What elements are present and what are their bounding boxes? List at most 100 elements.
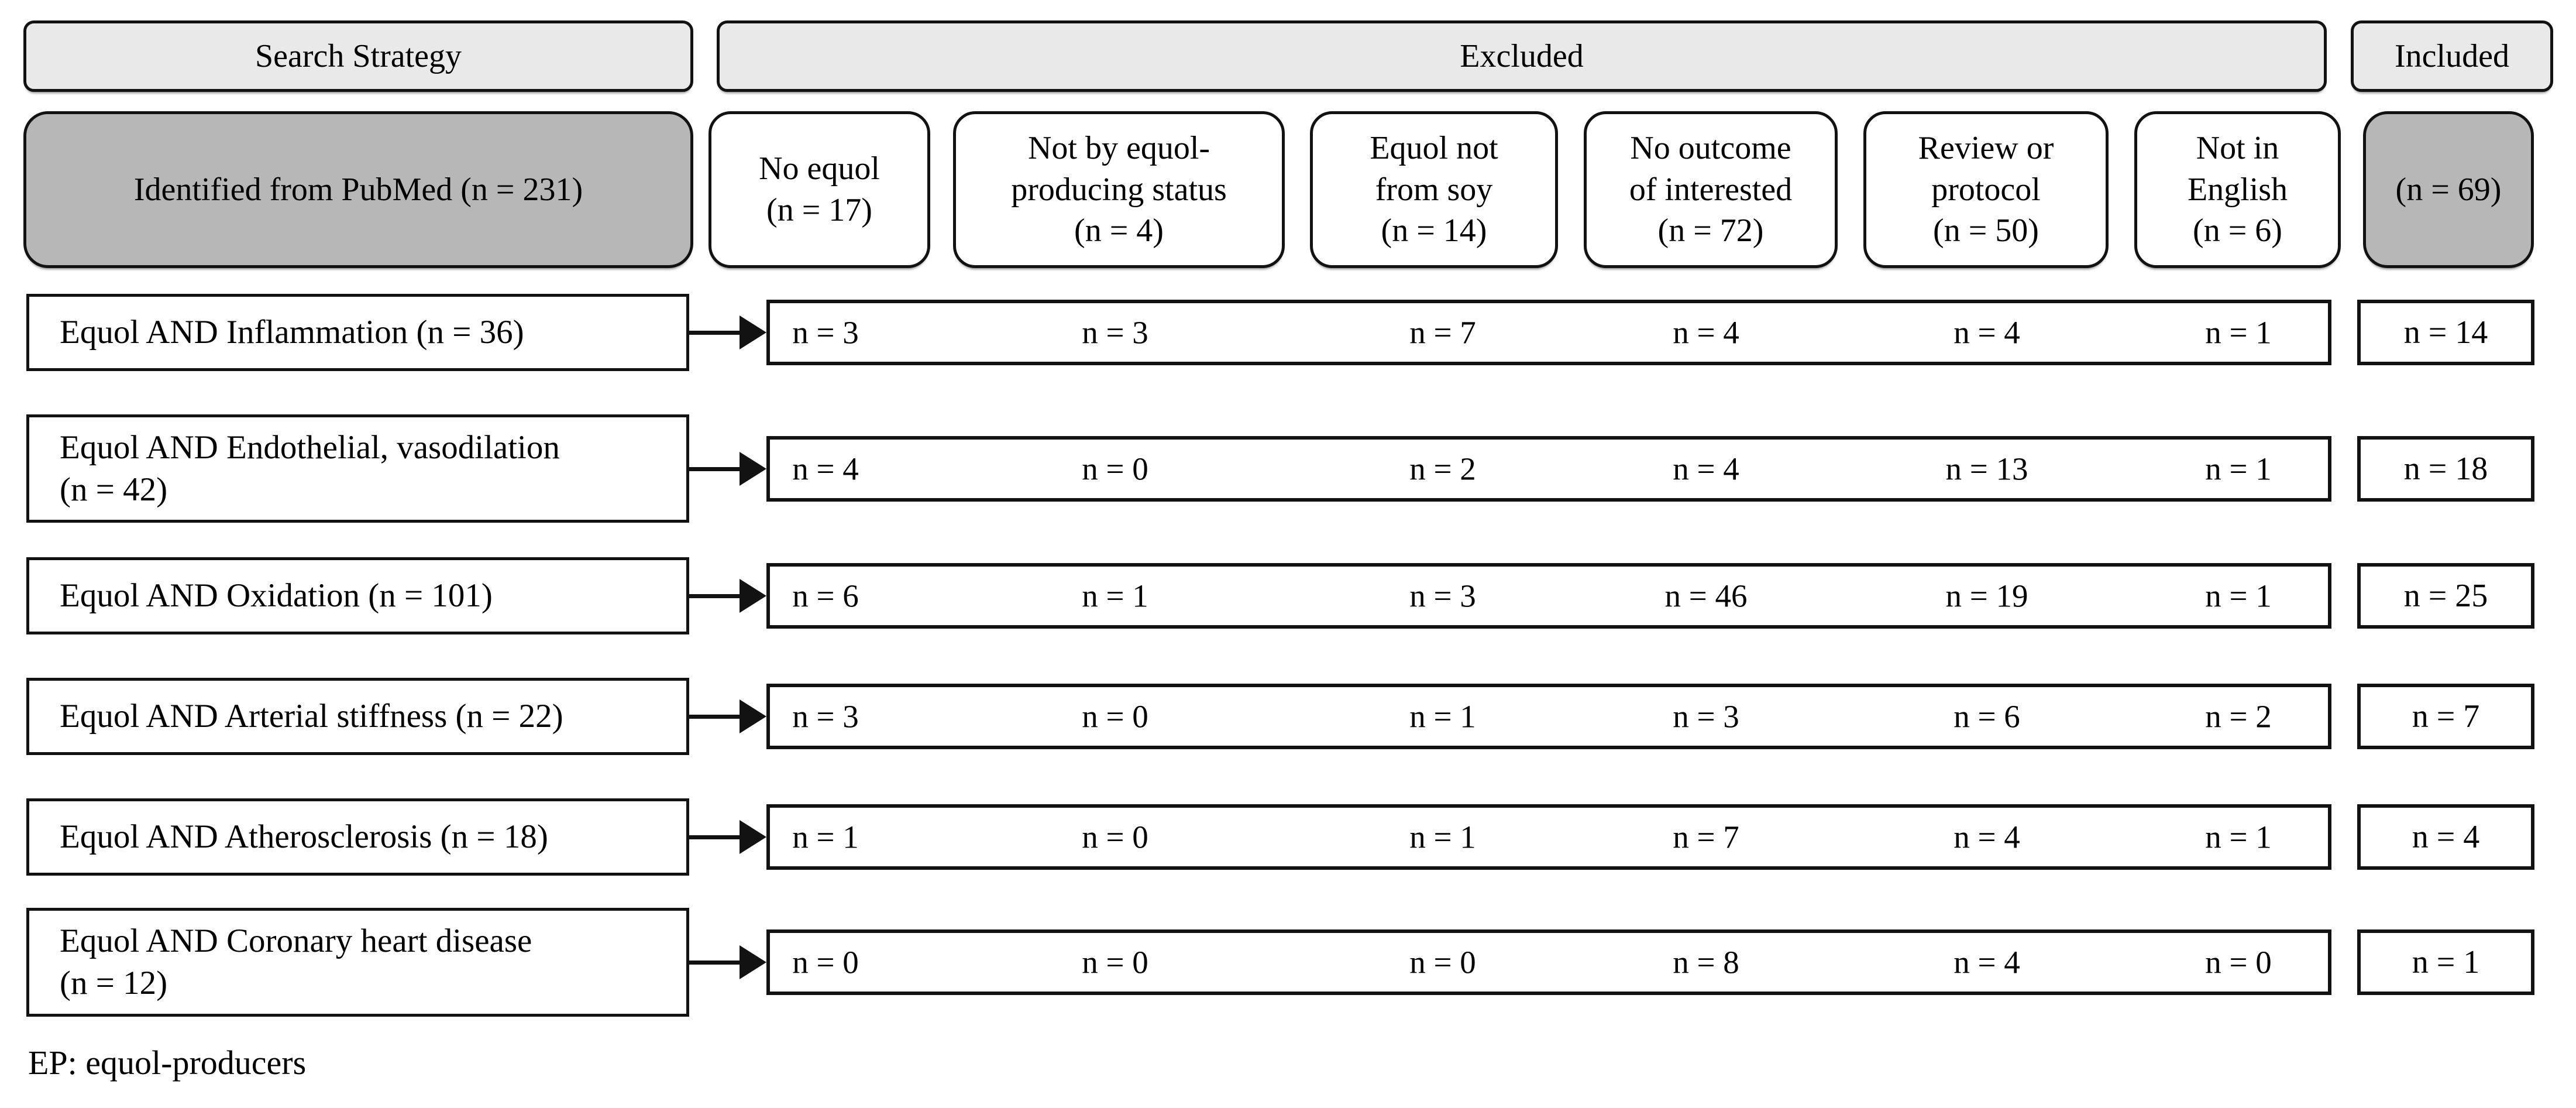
excluded-count: n = 7 <box>1673 819 1739 855</box>
excluded-count: n = 1 <box>2205 314 2272 351</box>
excluded-count: n = 1 <box>2205 819 2272 855</box>
excluded-count: n = 3 <box>1409 578 1476 614</box>
excluded-count: n = 1 <box>2205 578 2272 614</box>
included-count-box: n = 4 <box>2357 804 2534 870</box>
excluded-count: n = 6 <box>1954 698 2020 735</box>
exclusion-column-no-outcome-of-interested: No outcome of interested (n = 72) <box>1584 111 1838 268</box>
excluded-counts-row: n = 0 n = 0 n = 0 n = 8 n = 4 n = 0 <box>766 929 2331 995</box>
exclusion-column-review-or-protocol: Review or protocol (n = 50) <box>1863 111 2109 268</box>
included-count: n = 4 <box>2412 818 2480 855</box>
excluded-count: n = 4 <box>1954 314 2020 351</box>
excluded-count: n = 4 <box>1673 451 1739 487</box>
exclusion-column-not-by-equol-producing-status: Not by equol- producing status (n = 4) <box>953 111 1285 268</box>
included-count-box: n = 14 <box>2357 300 2534 365</box>
excluded-count: n = 4 <box>1673 314 1739 351</box>
included-count: n = 7 <box>2412 698 2480 735</box>
included-count-box: n = 18 <box>2357 436 2534 502</box>
arrow-head <box>740 315 766 349</box>
exclusion-column-not-in-english: Not in English (n = 6) <box>2134 111 2341 268</box>
excluded-count: n = 4 <box>792 451 859 487</box>
arrow-shaft <box>689 714 740 719</box>
arrow-right-icon <box>689 578 766 613</box>
included-count-box: n = 25 <box>2357 563 2534 629</box>
excluded-count: n = 3 <box>792 314 859 351</box>
arrow-head <box>740 699 766 733</box>
arrow-shaft <box>689 960 740 965</box>
exclusion-column-label: Not by equol- producing status (n = 4) <box>1011 130 1227 249</box>
included-header: Included <box>2351 20 2553 92</box>
arrow-right-icon <box>689 451 766 486</box>
search-row-label-text: Equol AND Arterial stiffness (n = 22) <box>60 698 563 735</box>
excluded-counts-row: n = 1 n = 0 n = 1 n = 7 n = 4 n = 1 <box>766 804 2331 870</box>
search-row-label: Equol AND Coronary heart disease (n = 12… <box>26 908 689 1017</box>
arrow-head <box>740 452 766 486</box>
included-count: n = 18 <box>2403 450 2488 487</box>
included-count: n = 14 <box>2403 314 2488 351</box>
search-row-label: Equol AND Arterial stiffness (n = 22) <box>26 678 689 755</box>
excluded-count: n = 0 <box>1409 944 1476 980</box>
included-count-box: n = 1 <box>2357 929 2534 995</box>
excluded-count: n = 0 <box>792 944 859 980</box>
excluded-count: n = 46 <box>1664 578 1748 614</box>
excluded-counts-row: n = 3 n = 0 n = 1 n = 3 n = 6 n = 2 <box>766 684 2331 749</box>
included-header-label: Included <box>2395 37 2509 74</box>
exclusion-column-label: No outcome of interested (n = 72) <box>1629 130 1793 249</box>
identified-from-pubmed-label: Identified from PubMed (n = 231) <box>133 171 583 208</box>
exclusion-column-label: No equol (n = 17) <box>759 150 880 228</box>
excluded-header-label: Excluded <box>1460 37 1584 74</box>
search-row-label: Equol AND Oxidation (n = 101) <box>26 557 689 634</box>
arrow-shaft <box>689 330 740 335</box>
excluded-count: n = 4 <box>1954 819 2020 855</box>
search-row-label-text: Equol AND Endothelial, vasodilation (n =… <box>60 428 560 508</box>
arrow-shaft <box>689 835 740 839</box>
arrow-right-icon <box>689 819 766 855</box>
arrow-head <box>740 820 766 854</box>
exclusion-column-label: Review or protocol (n = 50) <box>1918 130 2054 249</box>
exclusion-column-label: Not in English (n = 6) <box>2187 130 2288 249</box>
exclusion-column-label: Equol not from soy (n = 14) <box>1370 130 1498 249</box>
exclusion-column-equol-not-from-soy: Equol not from soy (n = 14) <box>1310 111 1558 268</box>
excluded-counts-row: n = 4 n = 0 n = 2 n = 4 n = 13 n = 1 <box>766 436 2331 502</box>
excluded-count: n = 0 <box>1082 944 1148 980</box>
excluded-count: n = 1 <box>2205 451 2272 487</box>
excluded-count: n = 19 <box>1945 578 2028 614</box>
excluded-count: n = 1 <box>792 819 859 855</box>
arrow-right-icon <box>689 945 766 980</box>
search-strategy-header-label: Search Strategy <box>255 37 462 74</box>
footnote: EP: equol-producers <box>28 1044 307 1082</box>
search-row-label-text: Equol AND Atherosclerosis (n = 18) <box>60 818 548 856</box>
excluded-count: n = 0 <box>1082 819 1148 855</box>
arrow-head <box>740 579 766 613</box>
excluded-count: n = 3 <box>1082 314 1148 351</box>
search-row-label-text: Equol AND Coronary heart disease (n = 12… <box>60 922 532 1001</box>
excluded-count: n = 2 <box>2205 698 2272 735</box>
search-row-label-text: Equol AND Inflammation (n = 36) <box>60 314 524 351</box>
excluded-count: n = 0 <box>2205 944 2272 980</box>
excluded-count: n = 0 <box>1082 451 1148 487</box>
excluded-counts-row: n = 3 n = 3 n = 7 n = 4 n = 4 n = 1 <box>766 300 2331 365</box>
exclusion-column-no-equol: No equol (n = 17) <box>709 111 930 268</box>
excluded-count: n = 7 <box>1409 314 1476 351</box>
included-total-label: (n = 69) <box>2395 171 2502 208</box>
included-count: n = 1 <box>2412 944 2480 980</box>
excluded-count: n = 1 <box>1082 578 1148 614</box>
excluded-count: n = 3 <box>792 698 859 735</box>
excluded-count: n = 0 <box>1082 698 1148 735</box>
arrow-head <box>740 945 766 979</box>
excluded-count: n = 2 <box>1409 451 1476 487</box>
excluded-count: n = 4 <box>1954 944 2020 980</box>
excluded-count: n = 1 <box>1409 698 1476 735</box>
arrow-right-icon <box>689 699 766 734</box>
search-row-label: Equol AND Inflammation (n = 36) <box>26 294 689 371</box>
arrow-shaft <box>689 594 740 598</box>
excluded-count: n = 6 <box>792 578 859 614</box>
search-strategy-header: Search Strategy <box>23 20 693 92</box>
arrow-shaft <box>689 466 740 471</box>
excluded-count: n = 1 <box>1409 819 1476 855</box>
identified-from-pubmed-box: Identified from PubMed (n = 231) <box>23 111 693 268</box>
included-count: n = 25 <box>2403 577 2488 614</box>
included-count-box: n = 7 <box>2357 684 2534 749</box>
excluded-count: n = 13 <box>1945 451 2028 487</box>
search-row-label: Equol AND Endothelial, vasodilation (n =… <box>26 414 689 523</box>
